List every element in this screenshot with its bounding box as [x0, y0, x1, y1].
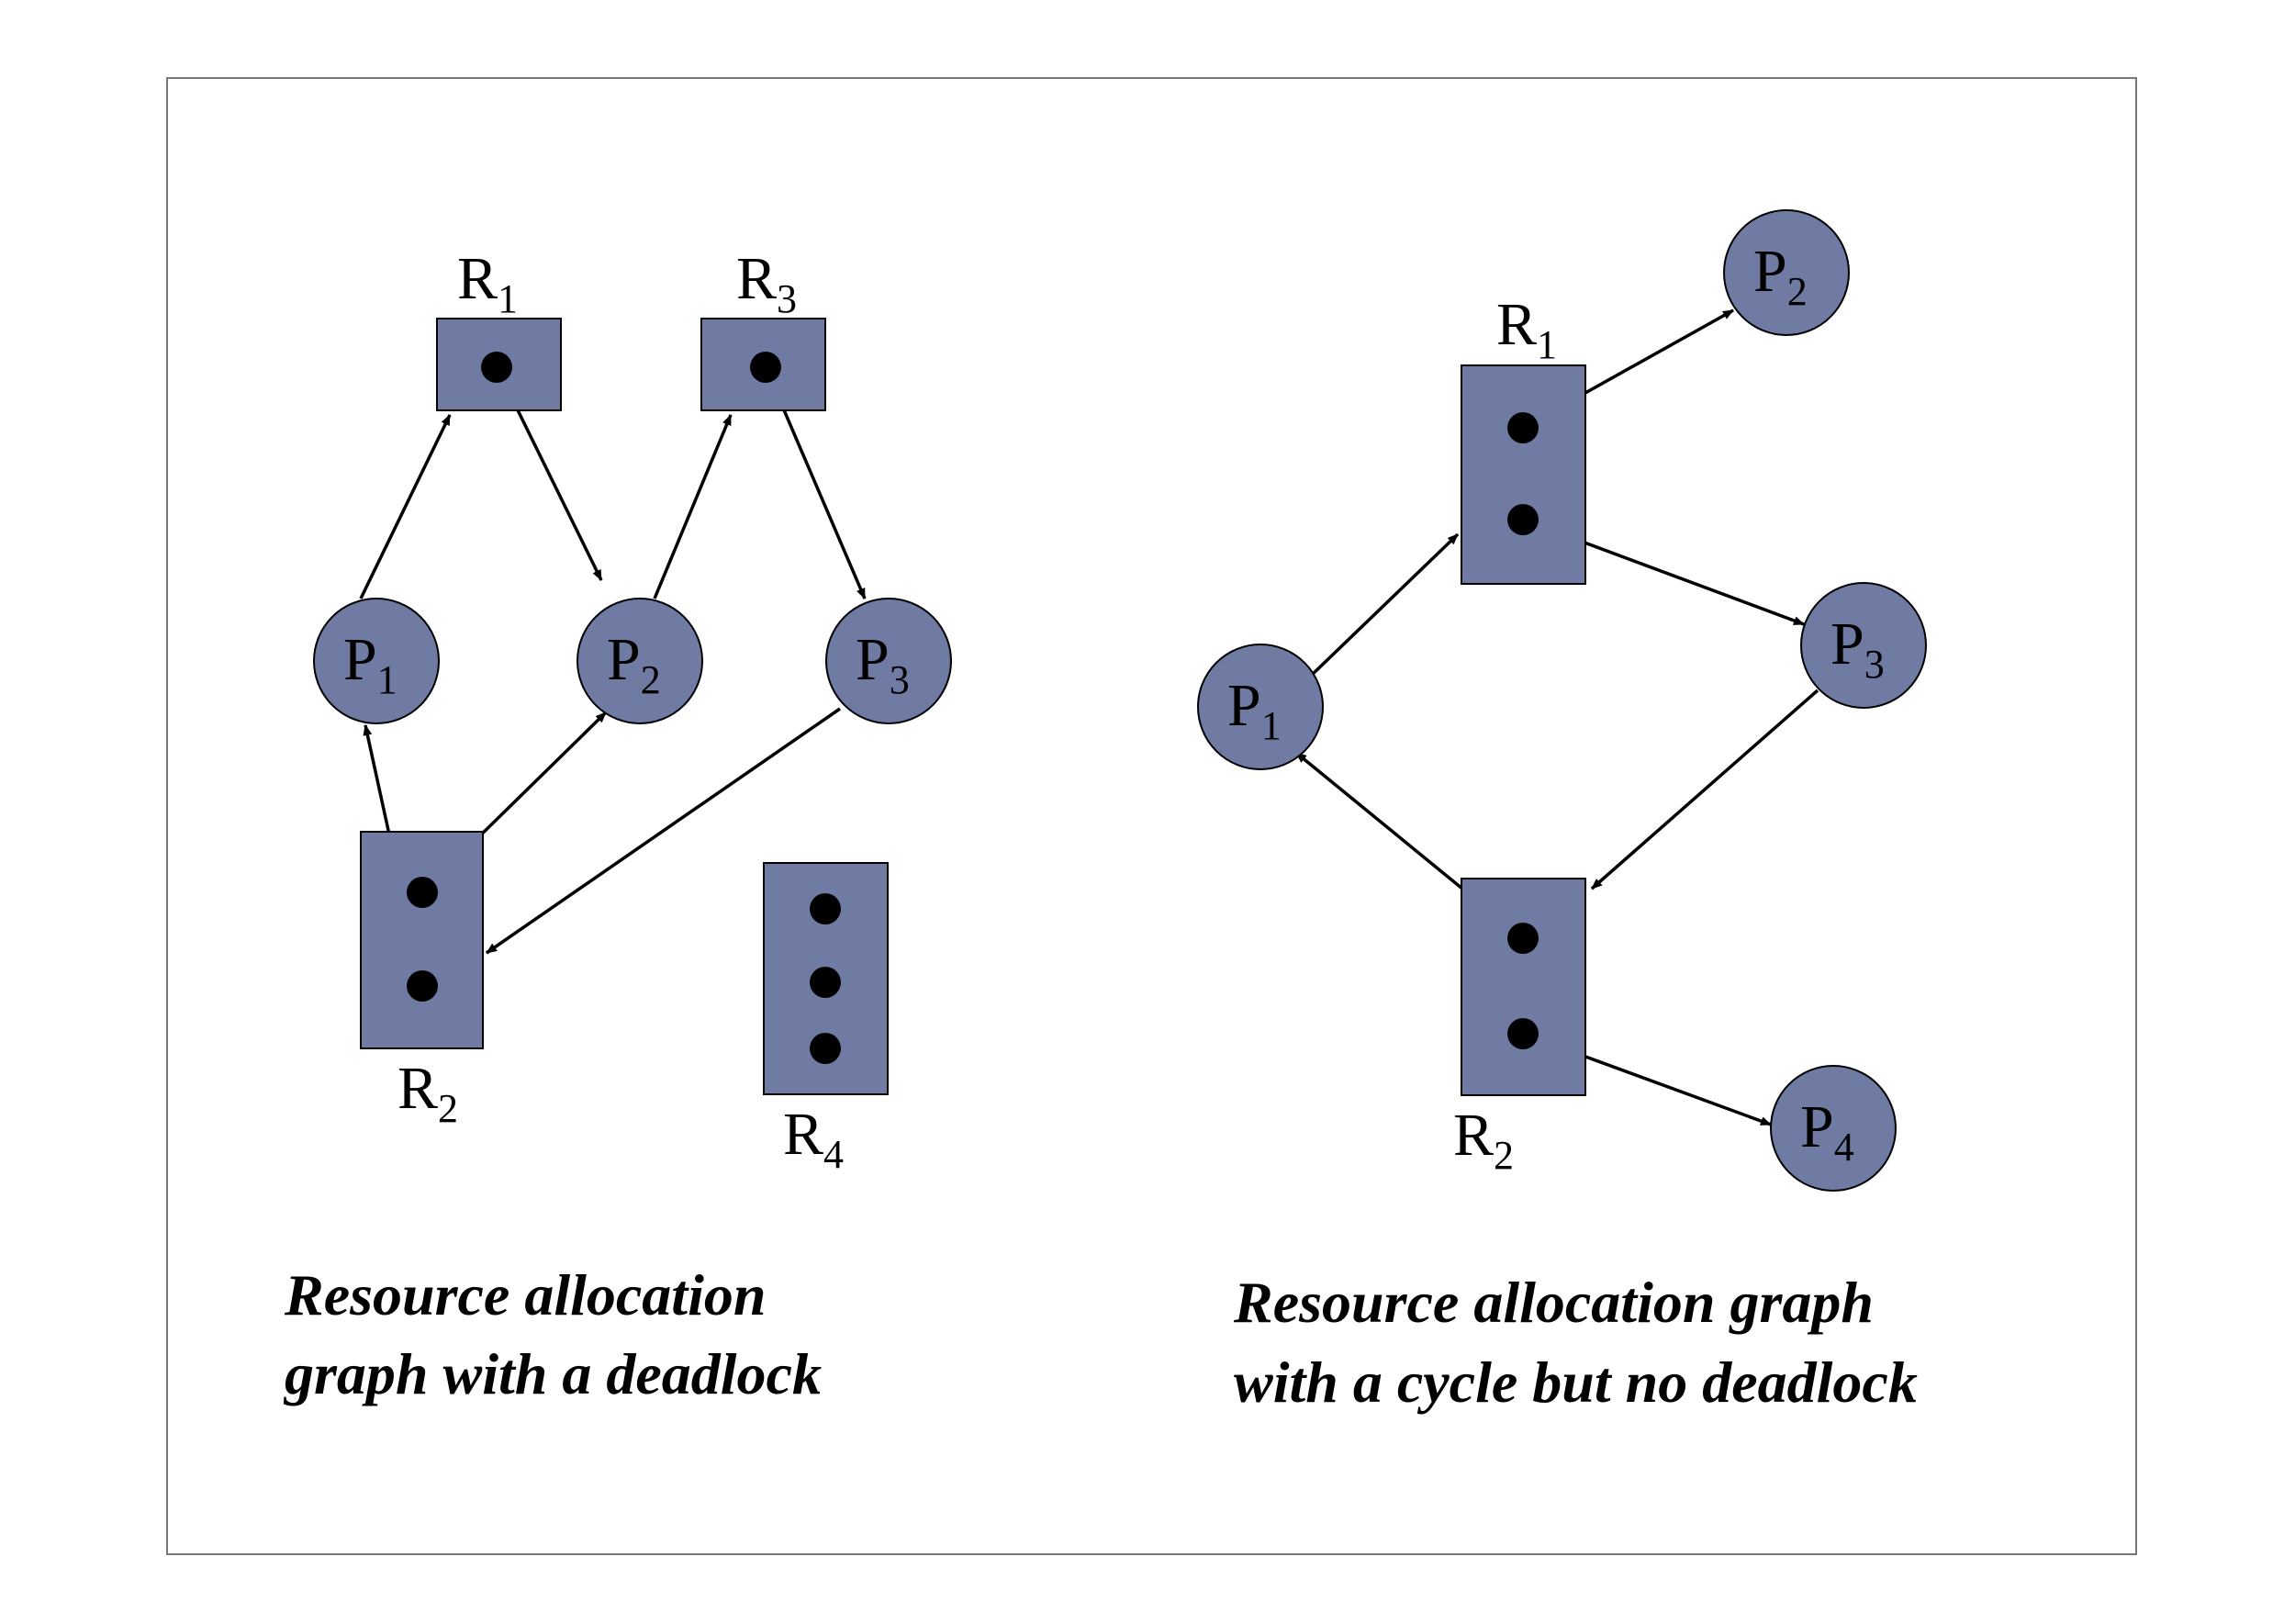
process-label: P1 [343, 626, 397, 702]
resource-box [360, 831, 484, 1049]
resource-label: R2 [1453, 1102, 1514, 1178]
edge-p3-to-r2-arrow [486, 707, 841, 955]
right-caption-line-2: with a cycle but no deadlock [1234, 1350, 1918, 1415]
resource-instance-dot [810, 967, 841, 998]
left-resource-r3: R3 [700, 245, 826, 411]
left-process-p1: P1 [313, 598, 440, 724]
resource-instance-dot [1507, 504, 1539, 535]
process-node [577, 598, 703, 724]
resource-label: R3 [736, 245, 797, 321]
resource-instance-dot [810, 893, 841, 924]
right-process-p2: P2 [1723, 209, 1850, 336]
right-process-p1: P1 [1197, 644, 1324, 770]
process-node [1197, 644, 1324, 770]
edge-p1-to-r1-arrow [1307, 532, 1460, 679]
process-label: P2 [1753, 238, 1808, 314]
right-process-p4: P4 [1770, 1065, 1897, 1192]
process-label: P2 [607, 626, 661, 702]
resource-box [1461, 878, 1586, 1096]
process-node [825, 598, 952, 724]
right-graph: R1 R2 P1 P2 [1197, 209, 1927, 1415]
process-label: P3 [1830, 610, 1885, 687]
edge-p3-to-r2-arrow [1590, 689, 1819, 890]
slide-border [166, 77, 2137, 1555]
resource-instance-dot [481, 352, 512, 383]
left-resource-r1: R1 [436, 245, 562, 411]
process-node [1800, 582, 1927, 709]
edge-p2-to-r3-arrow [653, 414, 733, 599]
right-resource-r1: R1 [1461, 291, 1586, 585]
resource-instance-dot [407, 970, 438, 1002]
left-resource-r4: R4 [763, 862, 889, 1177]
resource-instance-dot [750, 352, 781, 383]
left-caption-line-2: graph with a deadlock [283, 1341, 822, 1406]
process-label: P3 [856, 626, 910, 702]
right-resource-r2: R2 [1453, 878, 1586, 1178]
resource-label: R2 [397, 1055, 458, 1131]
left-resource-r2: R2 [360, 831, 484, 1131]
process-label: P4 [1800, 1093, 1854, 1170]
right-caption-line-1: Resource allocation graph [1233, 1270, 1874, 1335]
left-graph: R1 R3 R2 R4 [283, 245, 952, 1406]
resource-instance-dot [1507, 1018, 1539, 1049]
resource-box [700, 318, 826, 411]
resource-instance-dot [810, 1033, 841, 1064]
left-process-p3: P3 [825, 598, 952, 724]
process-node [313, 598, 440, 724]
resource-label: R1 [1496, 291, 1557, 367]
resource-label: R1 [457, 245, 518, 321]
right-process-p3: P3 [1800, 582, 1927, 709]
process-label: P1 [1227, 672, 1282, 748]
left-process-p2: P2 [577, 598, 703, 724]
resource-instance-dot [407, 877, 438, 908]
process-node [1723, 209, 1850, 336]
resource-instance-dot [1507, 923, 1539, 954]
process-node [1770, 1065, 1897, 1192]
resource-instance-dot [1507, 412, 1539, 443]
resource-box [1461, 364, 1586, 585]
edge-p1-to-r1-arrow [359, 414, 452, 599]
resource-label: R4 [783, 1101, 844, 1177]
left-caption-line-1: Resource allocation [284, 1262, 766, 1327]
